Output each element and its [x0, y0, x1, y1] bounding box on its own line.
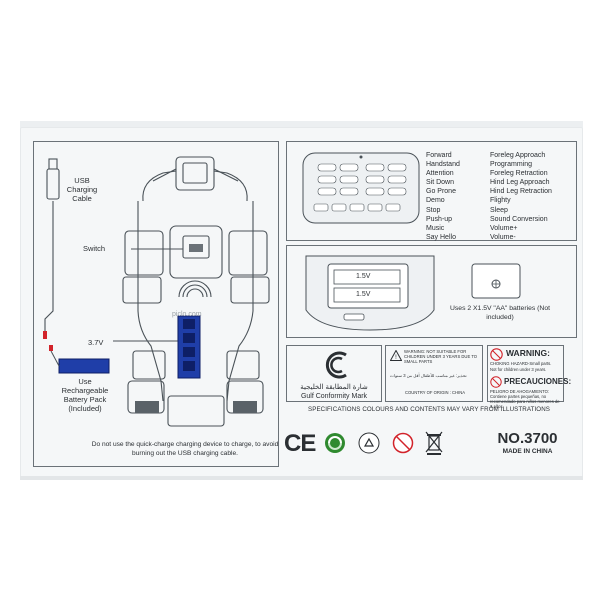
gulf-mark-english: Gulf Conformity Mark: [300, 393, 368, 400]
no-under-3-icon: [490, 348, 503, 361]
cell-label: 1.5V: [356, 273, 371, 280]
usb-cable-label: USB Charging Cable: [66, 176, 98, 203]
warning-box-right: [487, 345, 564, 402]
warning-triangle-icon: !: [390, 350, 402, 361]
battery-note: Uses 2 X1.5V "AA" batteries (Not include…: [449, 305, 551, 321]
left-diagram-frame: [33, 141, 279, 467]
recycle-symbol: [358, 432, 380, 454]
battery-pack-label: Use Rechargeable Battery Pack (Included): [61, 377, 109, 413]
warning-mid-arabic: تحذير: غير مناسب للأطفال أقل من 3 سنوات: [390, 373, 467, 378]
weee-bin-icon: [425, 431, 443, 455]
svg-text:!: !: [395, 354, 397, 361]
warning-mid-origin: COUNTRY OF ORIGIN : CHINA: [404, 390, 466, 395]
model-number: NO.3700: [497, 430, 558, 447]
warning-mid-title: WARNING: NOT SUITABLE FOR CHILDREN UNDER…: [404, 349, 478, 364]
switch-label: Switch: [83, 244, 106, 253]
gulf-mark-box: [286, 345, 382, 402]
battery-panel-frame: [286, 245, 577, 338]
watermark: piclo.com: [172, 311, 202, 318]
no-under-3-icon: [490, 376, 502, 388]
robot-diagram: [43, 156, 270, 427]
gulf-mark-logo: [325, 351, 347, 379]
precautions-text: PELIGRO DE AHOGAMIENTO: Contiene partes …: [490, 389, 560, 409]
no-under-3-icon: [392, 432, 414, 454]
warning-right-line1: CHOKING HAZARD-Small parts.: [490, 361, 552, 366]
battery-compartment-diagram: [305, 255, 435, 331]
specifications-line: SPECIFICATIONS COLOURS AND CONTENTS MAY …: [307, 406, 551, 413]
voltage-label: 3.7V: [88, 338, 104, 347]
warning-right-title: WARNING:: [506, 348, 550, 358]
box-bottom-edge: [20, 476, 583, 480]
warning-right-line2: Not for children under 3 years.: [490, 367, 547, 372]
green-dot: [325, 433, 345, 453]
charging-warning-text: Do not use the quick-charge charging dev…: [91, 441, 279, 457]
precautions-title: PRECAUCIONES:: [504, 377, 572, 386]
gulf-mark-arabic: شارة المطابقة الخليجية: [300, 384, 368, 391]
ce-mark: CE: [284, 430, 316, 457]
battery-cover-diagram: [471, 263, 521, 299]
made-in-label: MADE IN CHINA: [502, 448, 553, 455]
box-panel: [20, 127, 583, 479]
remote-control-diagram: [302, 152, 420, 224]
remote-panel-frame: [286, 141, 577, 241]
warning-box-mid: [385, 345, 483, 402]
cell-label: 1.5V: [356, 291, 371, 298]
box-top-edge: [20, 121, 583, 129]
